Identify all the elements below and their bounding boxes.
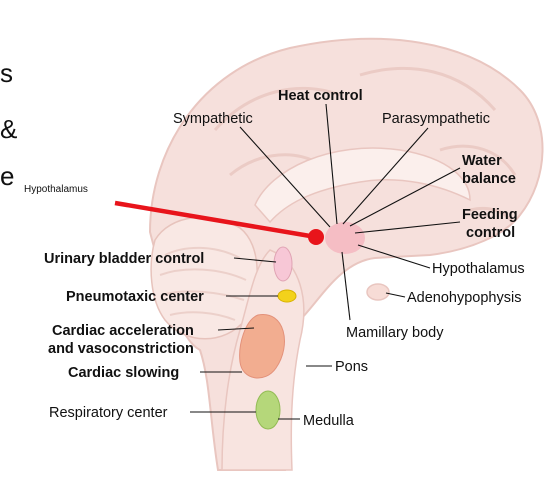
label-cardiac-acceleration-line2: and vasoconstriction (48, 341, 194, 357)
label-heat-control: Heat control (278, 88, 363, 104)
label-pons: Pons (335, 359, 368, 375)
slide-text-fragment-2: & (0, 114, 17, 144)
label-cardiac-acceleration-line1: Cardiac acceleration (52, 323, 194, 339)
label-respiratory-center: Respiratory center (49, 405, 168, 421)
respiratory-center-region (255, 390, 281, 430)
pointer-dot (308, 229, 324, 245)
label-water-balance-line1: Water (462, 153, 502, 169)
slide-text-fragment-1: s (0, 58, 13, 88)
label-mamillary-body: Mamillary body (346, 325, 444, 341)
label-pneumotaxic-center: Pneumotaxic center (66, 289, 204, 305)
cerebellum-folia (159, 246, 247, 321)
label-feeding-control-line1: Feeding (462, 207, 518, 223)
label-sympathetic: Sympathetic (173, 111, 253, 127)
cerebrum-folds (213, 66, 517, 223)
label-water-balance-line2: balance (462, 171, 516, 187)
brain-illustration (148, 37, 544, 471)
pointer-line (114, 200, 317, 240)
corpus-callosum (254, 147, 471, 224)
label-cardiac-slowing: Cardiac slowing (68, 365, 179, 381)
label-urinary-bladder-control: Urinary bladder control (44, 251, 204, 267)
pneumotaxic-region (277, 289, 297, 303)
label-adenohypophysis: Adenohypophysis (407, 290, 521, 306)
urinary-bladder-region (273, 246, 293, 282)
label-hypothalamus: Hypothalamus (432, 261, 525, 277)
label-parasympathetic: Parasympathetic (382, 111, 490, 127)
adenohypophysis-shape (366, 283, 390, 301)
pointer-label: Hypothalamus (24, 184, 88, 195)
hypothalamus-region (325, 222, 365, 254)
label-feeding-control-line2: control (466, 225, 515, 241)
label-medulla: Medulla (303, 413, 355, 429)
slide-text-fragment-3: e (0, 161, 14, 191)
cardiac-region (239, 314, 285, 379)
leader-lines (190, 103, 461, 420)
pointer-arrow (114, 200, 324, 245)
